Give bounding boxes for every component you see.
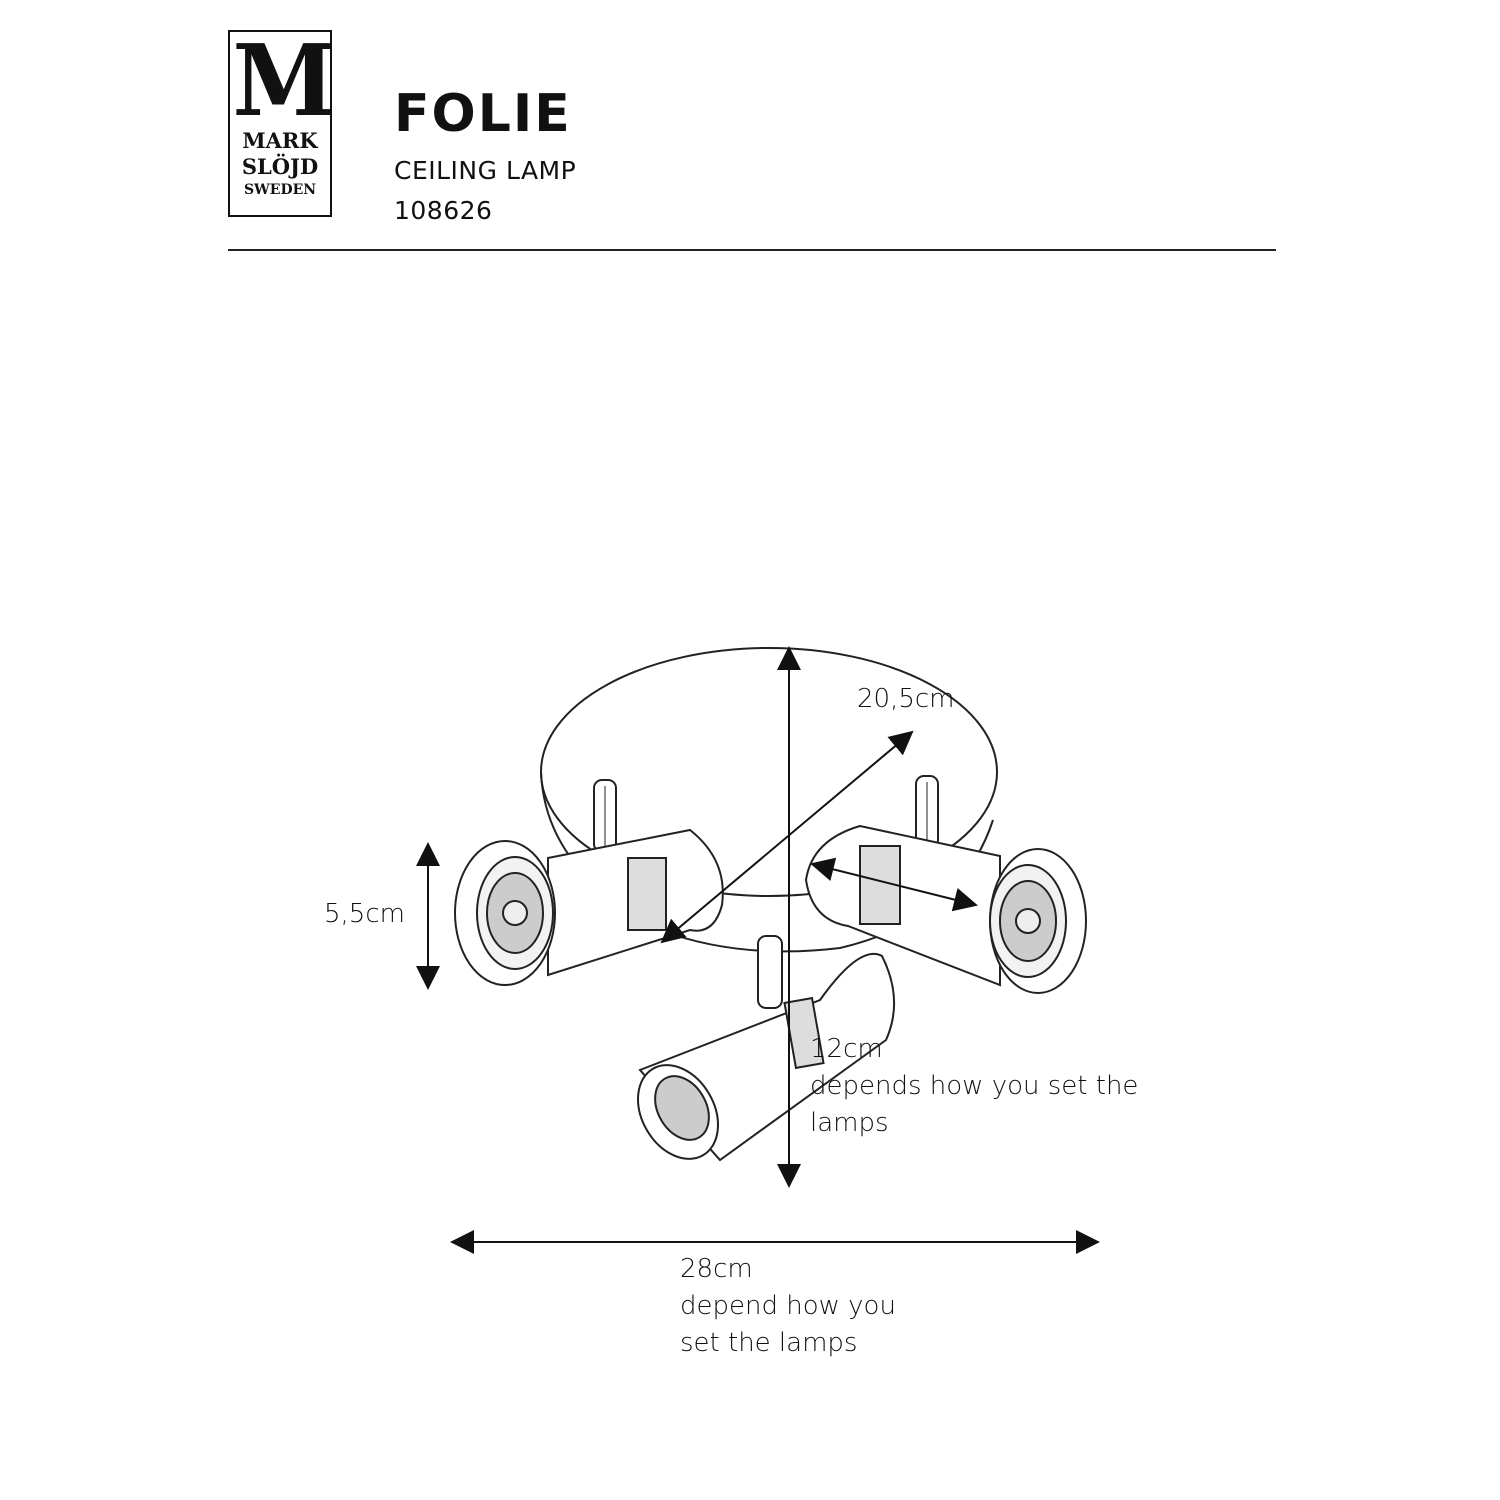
- logo-line-slojd: SLÖJD: [241, 154, 319, 179]
- total-width-note-1: depend how you: [680, 1291, 896, 1321]
- dimension-lines: [416, 646, 1100, 1254]
- total-height-note-1: depends how you set the: [810, 1071, 1139, 1101]
- shade-height-label: 5,5cm: [324, 896, 405, 933]
- total-width-note-2: set the lamps: [680, 1328, 858, 1358]
- diameter-value: 20,5cm: [857, 684, 955, 714]
- brand-logo: M MARK SLÖJD SWEDEN: [228, 24, 336, 217]
- header-divider: [228, 249, 1276, 251]
- total-height-label: 12cm depends how you set the lamps: [810, 1031, 1230, 1142]
- shade-height-value: 5,5cm: [324, 899, 405, 929]
- product-type: CEILING LAMP: [394, 156, 577, 185]
- total-height-value: 12cm: [810, 1034, 883, 1064]
- logo-line-mark: MARK: [242, 128, 318, 153]
- product-name: FOLIE: [394, 84, 572, 144]
- article-number: 108626: [394, 196, 493, 225]
- total-width-label: 28cm depend how you set the lamps: [680, 1251, 1000, 1362]
- logo-letter: M: [232, 24, 336, 139]
- shade-length-arrow: [810, 857, 978, 912]
- diameter-arrow: [660, 730, 914, 944]
- logo-line-sweden: SWEDEN: [243, 182, 317, 198]
- total-height-note-2: lamps: [810, 1108, 889, 1138]
- diameter-label: 20,5cm: [857, 681, 955, 718]
- total-width-value: 28cm: [680, 1254, 753, 1284]
